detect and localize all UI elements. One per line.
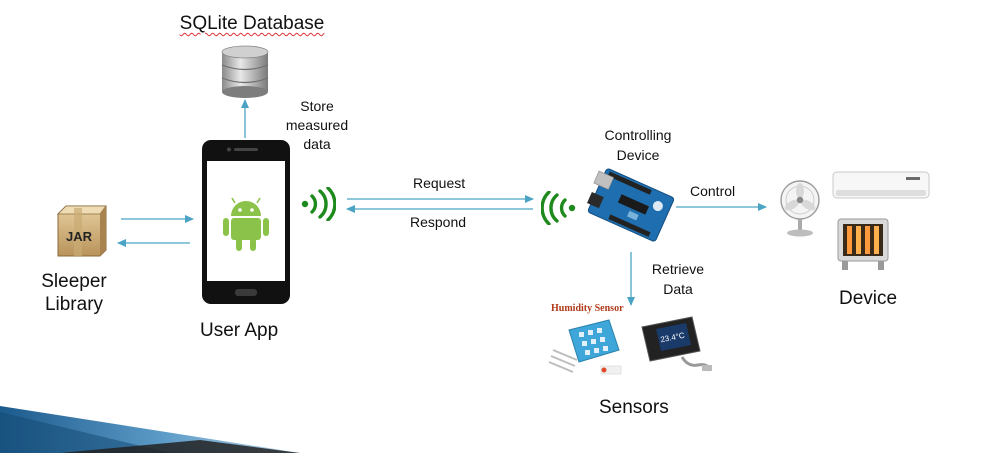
decorative-bottom-bar bbox=[0, 406, 300, 453]
device-label: Device bbox=[839, 288, 898, 309]
database-title: SQLite Database bbox=[172, 13, 332, 35]
android-icon bbox=[223, 197, 269, 251]
control-label: Control bbox=[690, 183, 736, 199]
sleeper-library-label: Sleeper Library bbox=[34, 270, 114, 316]
retrieve-data-label: Retrieve Data bbox=[640, 259, 716, 299]
request-label: Request bbox=[413, 175, 466, 191]
heater-icon bbox=[837, 218, 889, 270]
sleeper-label-line1: Sleeper bbox=[41, 271, 107, 292]
respond-label: Respond bbox=[410, 214, 467, 230]
temperature-sensor-icon: 23.4°C bbox=[641, 316, 712, 372]
fan-icon bbox=[780, 180, 820, 237]
jar-icon: JAR bbox=[57, 205, 107, 257]
humidity-sensor-icon bbox=[548, 319, 622, 375]
store-label-line1: Store bbox=[300, 98, 334, 114]
air-conditioner-icon bbox=[832, 171, 930, 199]
database-icon bbox=[221, 45, 269, 98]
wifi-signal-icon bbox=[541, 191, 576, 225]
database-title-text: SQLite Database bbox=[179, 13, 325, 34]
store-label: Store measured data bbox=[280, 97, 354, 154]
jar-text: JAR bbox=[66, 229, 93, 244]
retrieve-line1: Retrieve bbox=[651, 261, 705, 277]
humidity-sensor-text: Humidity Sensor bbox=[551, 303, 624, 314]
sleeper-label-line2: Library bbox=[44, 294, 104, 315]
controlling-line2: Device bbox=[616, 147, 660, 163]
controlling-line1: Controlling bbox=[604, 127, 672, 143]
store-label-line3: data bbox=[303, 136, 331, 152]
arduino-board-icon bbox=[587, 168, 675, 242]
wifi-signal-icon bbox=[301, 187, 336, 221]
controlling-device-label: Controlling Device bbox=[588, 125, 688, 165]
store-label-line2: measured bbox=[285, 117, 349, 133]
sensors-label: Sensors bbox=[599, 397, 669, 418]
retrieve-line2: Data bbox=[663, 281, 693, 297]
user-app-label: User App bbox=[200, 320, 279, 341]
